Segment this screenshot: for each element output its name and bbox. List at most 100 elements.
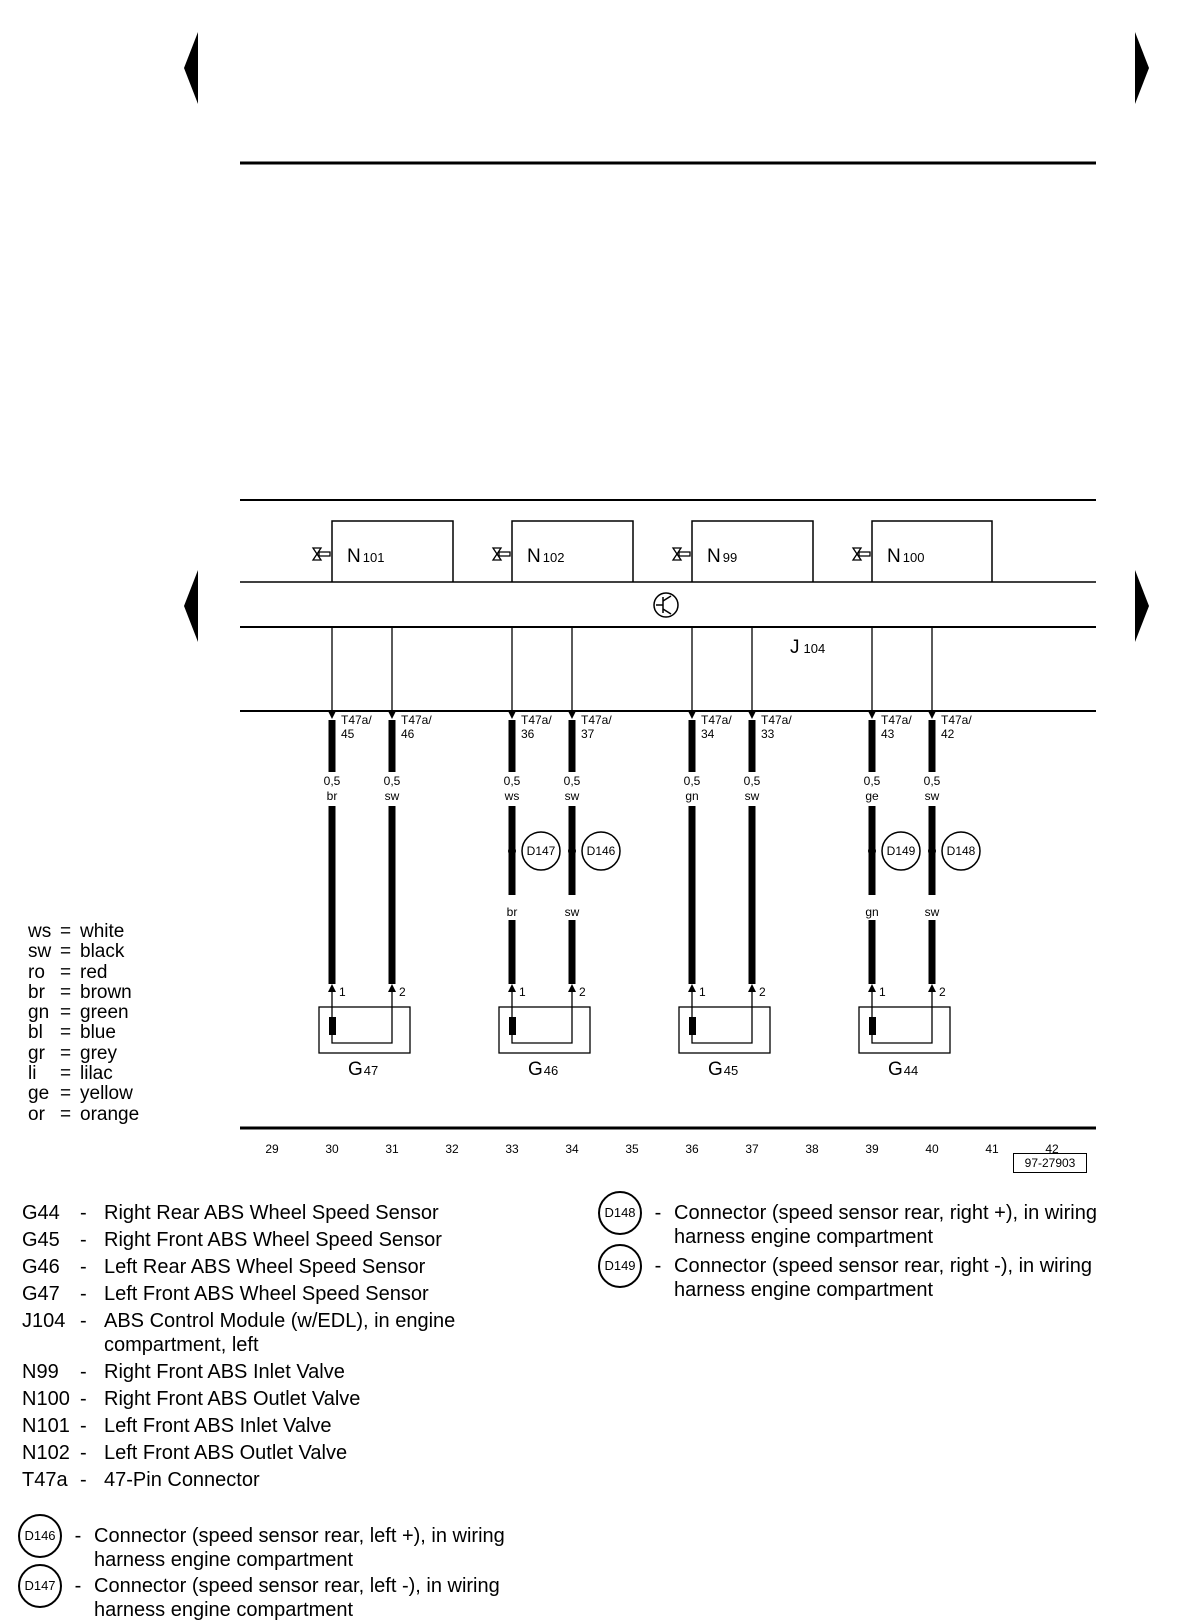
legend-dash: - [80,1388,87,1410]
legend-desc: Connector (speed sensor rear, right -), … [674,1255,1092,1301]
connector-legend-d148: D148 - Connector (speed sensor rear, rig… [598,1191,1124,1249]
sensor-box [318,1006,411,1054]
legend-desc: Right Rear ABS Wheel Speed Sensor [104,1202,439,1224]
pin-connector-label: T47a/ [581,713,612,727]
prev-page-arrow[interactable] [184,32,198,104]
pin-arrow-icon [868,711,876,719]
sensor-group-g46: T47a/ 36 T47a/ 37 0,5 ws 0,5 sw D147 D14… [498,627,621,1080]
color-code: ws [28,921,52,942]
legend-desc: Right Front ABS Outlet Valve [104,1388,361,1410]
color-name: black [80,941,125,963]
pin-arrow-icon [568,711,576,719]
wire-color-label: ws [504,789,520,803]
solenoid-icon [671,547,691,561]
legend-desc: Left Front ABS Wheel Speed Sensor [104,1283,429,1305]
grid-number: 32 [445,1142,459,1156]
color-code: bl [28,1022,43,1044]
sensor-pin-label: 1 [879,985,886,999]
connector-d147 [521,831,561,871]
wire-color-label: sw [925,905,940,919]
grid-number: 38 [805,1142,819,1156]
wire-color-label: sw [565,789,580,803]
color-name: orange [80,1103,140,1125]
wire-size-label: 0,5 [564,774,581,788]
legend-row: N99-Right Front ABS Inlet Valve [22,1360,504,1384]
wire-color-label: sw [565,905,580,919]
color-name: white [80,921,125,942]
component-legend: G44-Right Rear ABS Wheel Speed Sensor G4… [22,1201,504,1495]
wire-color-label: br [507,905,518,919]
wire-color-key: ws=white sw=black ro=red br=brown gn=gre… [28,921,140,1125]
legend-code: N99 [22,1361,59,1383]
legend-dash: - [80,1442,87,1464]
legend-row: G44-Right Rear ABS Wheel Speed Sensor [22,1201,504,1225]
wire-color-label: sw [385,789,400,803]
sensor-pin-label: 2 [399,985,406,999]
solenoid-icon [851,547,871,561]
pin-arrow-icon [388,984,396,992]
legend-dash: - [80,1256,87,1278]
grid-number: 30 [325,1142,339,1156]
legend-desc: Connector (speed sensor rear, left +), i… [94,1525,505,1571]
pin-connector-label: T47a/ [521,713,552,727]
legend-code: N100 [22,1388,70,1410]
wire-color-label: sw [925,789,940,803]
legend-dash: - [80,1202,87,1224]
connector-legend-d146: D146 - Connector (speed sensor rear, lef… [18,1514,544,1572]
legend-code: G45 [22,1229,60,1251]
pin-number-label: 37 [581,727,595,741]
sensor-pin-label: 1 [339,985,346,999]
grid-number: 35 [625,1142,639,1156]
pin-connector-label: T47a/ [341,713,372,727]
grid-number: 29 [265,1142,279,1156]
pin-arrow-icon [868,984,876,992]
legend-dash: - [80,1361,87,1383]
color-key-row: bl=blue [28,1022,139,1044]
legend-desc: 47-Pin Connector [104,1469,260,1491]
connector-legend-d147: D147 - Connector (speed sensor rear, lef… [18,1564,544,1622]
pin-arrow-icon [748,711,756,719]
pin-number-label: 45 [341,727,355,741]
legend-row: N100-Right Front ABS Outlet Valve [22,1387,504,1411]
color-code: ge [28,1083,50,1105]
legend-dash: - [74,1575,82,1597]
sensor-pin-label: 1 [519,985,526,999]
equals-sign: = [60,921,72,942]
color-key-row: gn=green [28,1002,139,1024]
legend-code: J104 [22,1310,66,1332]
pin-arrow-icon [928,711,936,719]
grid-numbers: 29 30 31 32 33 34 35 36 37 38 39 40 41 4… [265,1142,1059,1156]
color-code: gn [28,1002,50,1024]
color-code: or [28,1103,45,1125]
grid-number: 40 [925,1142,939,1156]
equals-sign: = [60,1022,72,1044]
sensor-pin-label: 2 [939,985,946,999]
legend-desc: Connector (speed sensor rear, left -), i… [94,1575,500,1621]
sensor-box [498,1006,591,1054]
connector-d149 [881,831,921,871]
pin-arrow-icon [688,984,696,992]
wire-color-label: gn [865,905,878,919]
color-code: gr [28,1042,45,1064]
wire-color-label: ge [865,789,879,803]
figure-code: 97-27903 [1013,1153,1087,1173]
equals-sign: = [60,961,72,983]
color-key-row: ge=yellow [28,1083,139,1105]
sensor-label: G46 [528,1059,558,1080]
color-key-row: li=lilac [28,1063,139,1084]
legend-code: G44 [22,1202,60,1224]
next-section-arrow[interactable] [1135,570,1149,642]
sensor-box [858,1006,951,1054]
grid-number: 33 [505,1142,519,1156]
legend-code: T47a [22,1469,68,1491]
wire-color-label: gn [685,789,698,803]
next-page-arrow[interactable] [1135,32,1149,104]
legend-dash: - [654,1255,662,1277]
sensor-pin-label: 2 [579,985,586,999]
prev-section-arrow[interactable] [184,570,198,642]
